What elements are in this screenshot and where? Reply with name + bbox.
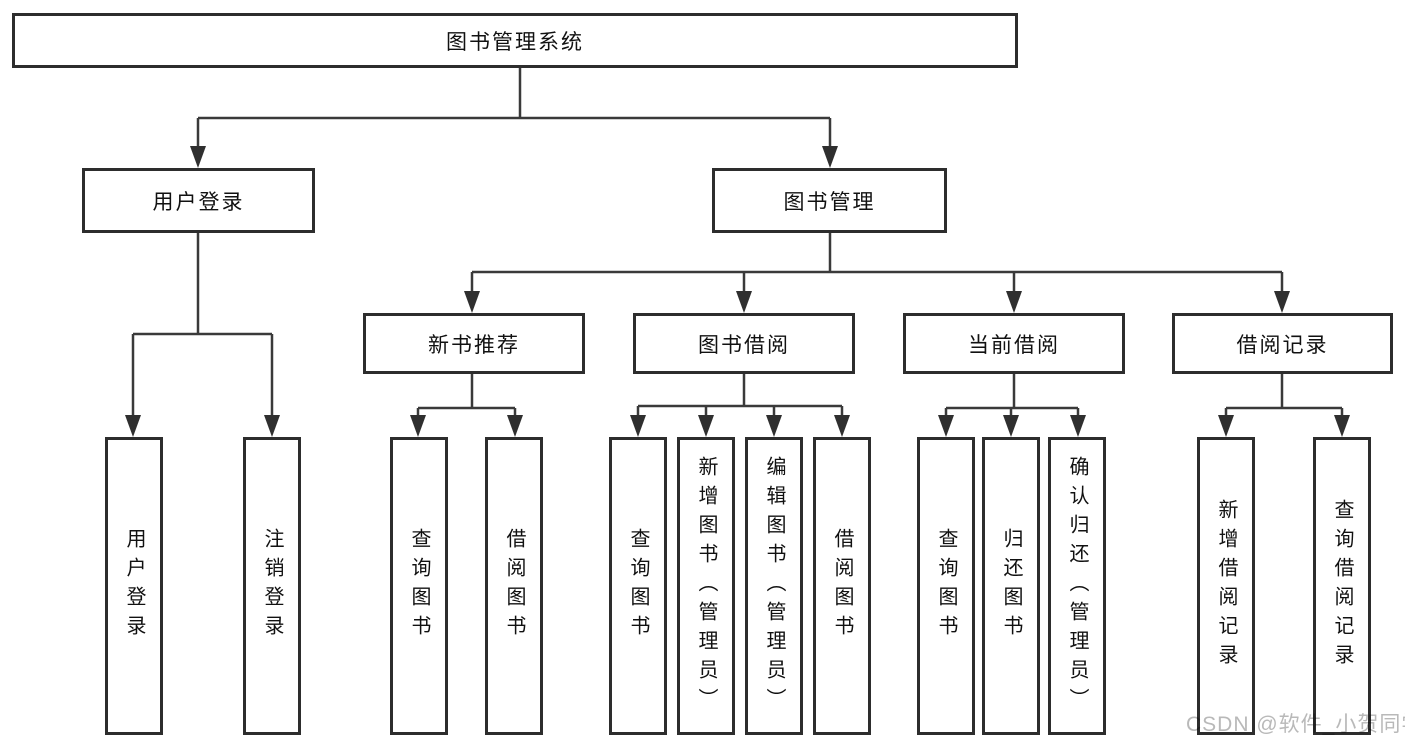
leaf-label: 用户登录 xyxy=(123,528,145,644)
leaf-label: 查询图书 xyxy=(627,528,649,644)
leaf-user-login: 用户登录 xyxy=(105,437,163,735)
node-current-borrowing: 当前借阅 xyxy=(903,313,1125,374)
leaf-query-borrow-record: 查询借阅记录 xyxy=(1313,437,1371,735)
leaf-edit-books-admin: 编辑图书（管理员） xyxy=(745,437,803,735)
node-label: 新书推荐 xyxy=(428,333,520,357)
leaf-add-books-admin: 新增图书（管理员） xyxy=(677,437,735,735)
leaf-add-borrow-record: 新增借阅记录 xyxy=(1197,437,1255,735)
node-borrowing-records: 借阅记录 xyxy=(1172,313,1393,374)
watermark: CSDN @软件_小贺同学 xyxy=(1186,713,1405,736)
node-label: 图书管理系统 xyxy=(446,30,584,54)
node-label: 借阅记录 xyxy=(1236,333,1329,357)
node-book-borrowing: 图书借阅 xyxy=(633,313,855,374)
node-book-management: 图书管理 xyxy=(712,168,947,233)
node-user-login: 用户登录 xyxy=(82,168,315,233)
leaf-label: 新增借阅记录 xyxy=(1215,499,1237,673)
leaf-logout: 注销登录 xyxy=(243,437,301,735)
node-label: 用户登录 xyxy=(152,190,245,214)
leaf-label: 归还图书 xyxy=(1000,528,1022,644)
leaf-label: 注销登录 xyxy=(261,528,283,644)
leaf-confirm-return-admin: 确认归还（管理员） xyxy=(1048,437,1106,735)
leaf-borrow-books-newbook: 借阅图书 xyxy=(485,437,543,735)
leaf-label: 查询图书 xyxy=(408,528,430,644)
leaf-label: 新增图书（管理员） xyxy=(695,455,717,717)
leaf-label: 借阅图书 xyxy=(831,528,853,644)
leaf-label: 查询借阅记录 xyxy=(1331,499,1353,673)
node-library-management-system: 图书管理系统 xyxy=(12,13,1018,68)
leaf-query-books-newbook: 查询图书 xyxy=(390,437,448,735)
node-label: 图书借阅 xyxy=(698,333,790,357)
leaf-return-books: 归还图书 xyxy=(982,437,1040,735)
leaf-label: 查询图书 xyxy=(935,528,957,644)
leaf-label: 借阅图书 xyxy=(503,528,525,644)
leaf-label: 编辑图书（管理员） xyxy=(763,455,785,717)
leaf-query-books-current: 查询图书 xyxy=(917,437,975,735)
leaf-query-books-borrowing: 查询图书 xyxy=(609,437,667,735)
leaf-label: 确认归还（管理员） xyxy=(1066,455,1088,717)
node-label: 图书管理 xyxy=(783,190,876,214)
node-new-book-recommendation: 新书推荐 xyxy=(363,313,585,374)
leaf-borrow-books-borrowing: 借阅图书 xyxy=(813,437,871,735)
node-label: 当前借阅 xyxy=(968,333,1060,357)
